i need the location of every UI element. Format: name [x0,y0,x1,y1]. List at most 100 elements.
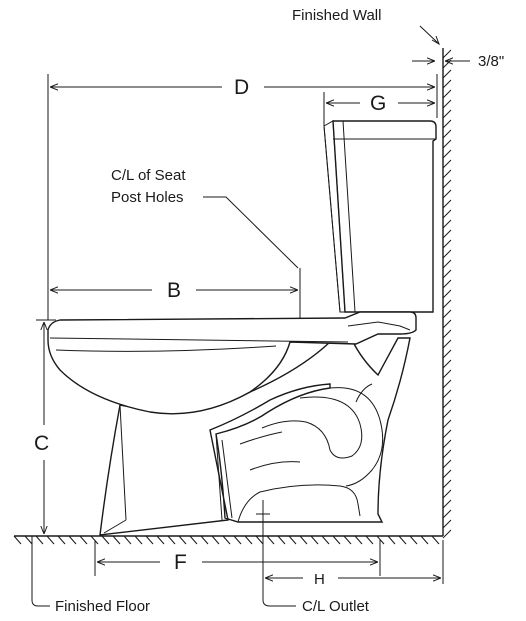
floor-hatch-stroke [112,535,121,545]
toilet-bowl [47,311,417,415]
floor-hatch-stroke [79,535,88,545]
floor-hatch-stroke [13,535,22,545]
finished-wall-leader [419,25,440,46]
floor-hatch-stroke [299,535,308,545]
wall-offset-label: 3/8" [478,53,504,70]
wall-hatch-stroke [442,369,452,379]
wall-hatch-stroke [442,219,452,229]
wall-hatch-stroke [442,389,452,399]
wall-hatch-stroke [442,509,452,519]
wall-hatch-stroke [442,439,452,449]
floor-hatch-stroke [409,535,418,545]
wall-hatch-stroke [442,429,452,439]
wall-hatch-stroke [442,329,452,339]
wall-hatch-stroke [442,259,452,269]
floor-hatch-stroke [35,535,44,545]
wall-hatch-stroke [442,169,452,179]
wall-hatch-stroke [442,239,452,249]
dimension-f [94,540,381,576]
wall-hatch-stroke [442,249,452,259]
wall-hatch-stroke [442,99,452,109]
wall-hatch-stroke [442,519,452,529]
dimension-f-label: F [174,551,187,574]
wall-hatch-stroke [442,149,452,159]
wall-hatch-stroke [442,119,452,129]
floor-hatch-stroke [46,535,55,545]
seat-post-label-line1: C/L of Seat [111,167,186,184]
wall-hatch-stroke [442,309,452,319]
dimension-c-label: C [34,432,49,455]
floor-hatch-stroke [288,535,297,545]
dimension-h [265,540,444,584]
dimension-g-label: G [370,92,386,115]
wall-hatch-stroke [442,319,452,329]
floor-hatch-stroke [24,535,33,545]
toilet-tank [323,120,437,313]
wall-hatch-stroke [442,459,452,469]
wall-hatch-stroke [442,129,452,139]
dimension-c [36,319,56,534]
seat-post-leader [203,196,299,269]
floor-hatch-stroke [266,535,275,545]
finished-wall-label: Finished Wall [292,7,381,24]
wall-hatch-stroke [442,139,452,149]
finished-floor [13,535,443,545]
dimension-d [47,74,438,320]
wall-hatch-stroke [442,279,452,289]
floor-hatch-stroke [321,535,330,545]
outlet-centerline [256,500,296,607]
toilet-base [99,337,411,536]
wall-hatch-stroke [442,299,452,309]
dimension-b-label: B [167,279,181,302]
wall-hatch-stroke [442,349,452,359]
dimension-h-label: H [314,571,325,588]
floor-hatch-stroke [365,535,374,545]
wall-hatch-stroke [442,179,452,189]
wall-hatch-stroke [442,479,452,489]
wall-hatch-stroke [442,229,452,239]
wall-hatch-stroke [442,89,452,99]
floor-hatching [13,535,440,545]
outlet-label: C/L Outlet [302,598,370,615]
floor-hatch-stroke [398,535,407,545]
wall-hatch-stroke [442,409,452,419]
wall-hatch-stroke [442,449,452,459]
floor-hatch-stroke [420,535,429,545]
wall-hatch-stroke [442,379,452,389]
floor-hatch-stroke [167,535,176,545]
wall-hatch-stroke [442,489,452,499]
floor-hatch-stroke [200,535,209,545]
floor-hatch-stroke [178,535,187,545]
wall-hatch-stroke [442,359,452,369]
floor-hatch-stroke [277,535,286,545]
floor-hatch-stroke [156,535,165,545]
floor-hatch-stroke [343,535,352,545]
floor-hatch-stroke [233,535,242,545]
wall-hatch-stroke [442,339,452,349]
dimension-d-label: D [234,76,249,99]
wall-hatch-stroke [442,49,452,59]
wall-hatch-stroke [442,79,452,89]
dimension-g [323,92,435,126]
wall-hatching [442,49,452,539]
wall-hatch-stroke [442,199,452,209]
floor-hatch-stroke [189,535,198,545]
wall-hatch-stroke [442,419,452,429]
floor-hatch-stroke [68,535,77,545]
floor-hatch-stroke [387,535,396,545]
floor-hatch-stroke [145,535,154,545]
floor-hatch-stroke [431,535,440,545]
wall-hatch-stroke [442,269,452,279]
floor-hatch-stroke [101,535,110,545]
finished-wall [442,48,452,539]
floor-hatch-stroke [354,535,363,545]
wall-hatch-stroke [442,189,452,199]
floor-hatch-stroke [134,535,143,545]
seat-post-label-line2: Post Holes [111,189,184,206]
floor-hatch-stroke [332,535,341,545]
finished-floor-label: Finished Floor [55,598,150,615]
wall-hatch-stroke [442,69,452,79]
wall-hatch-stroke [442,289,452,299]
wall-hatch-stroke [442,399,452,409]
